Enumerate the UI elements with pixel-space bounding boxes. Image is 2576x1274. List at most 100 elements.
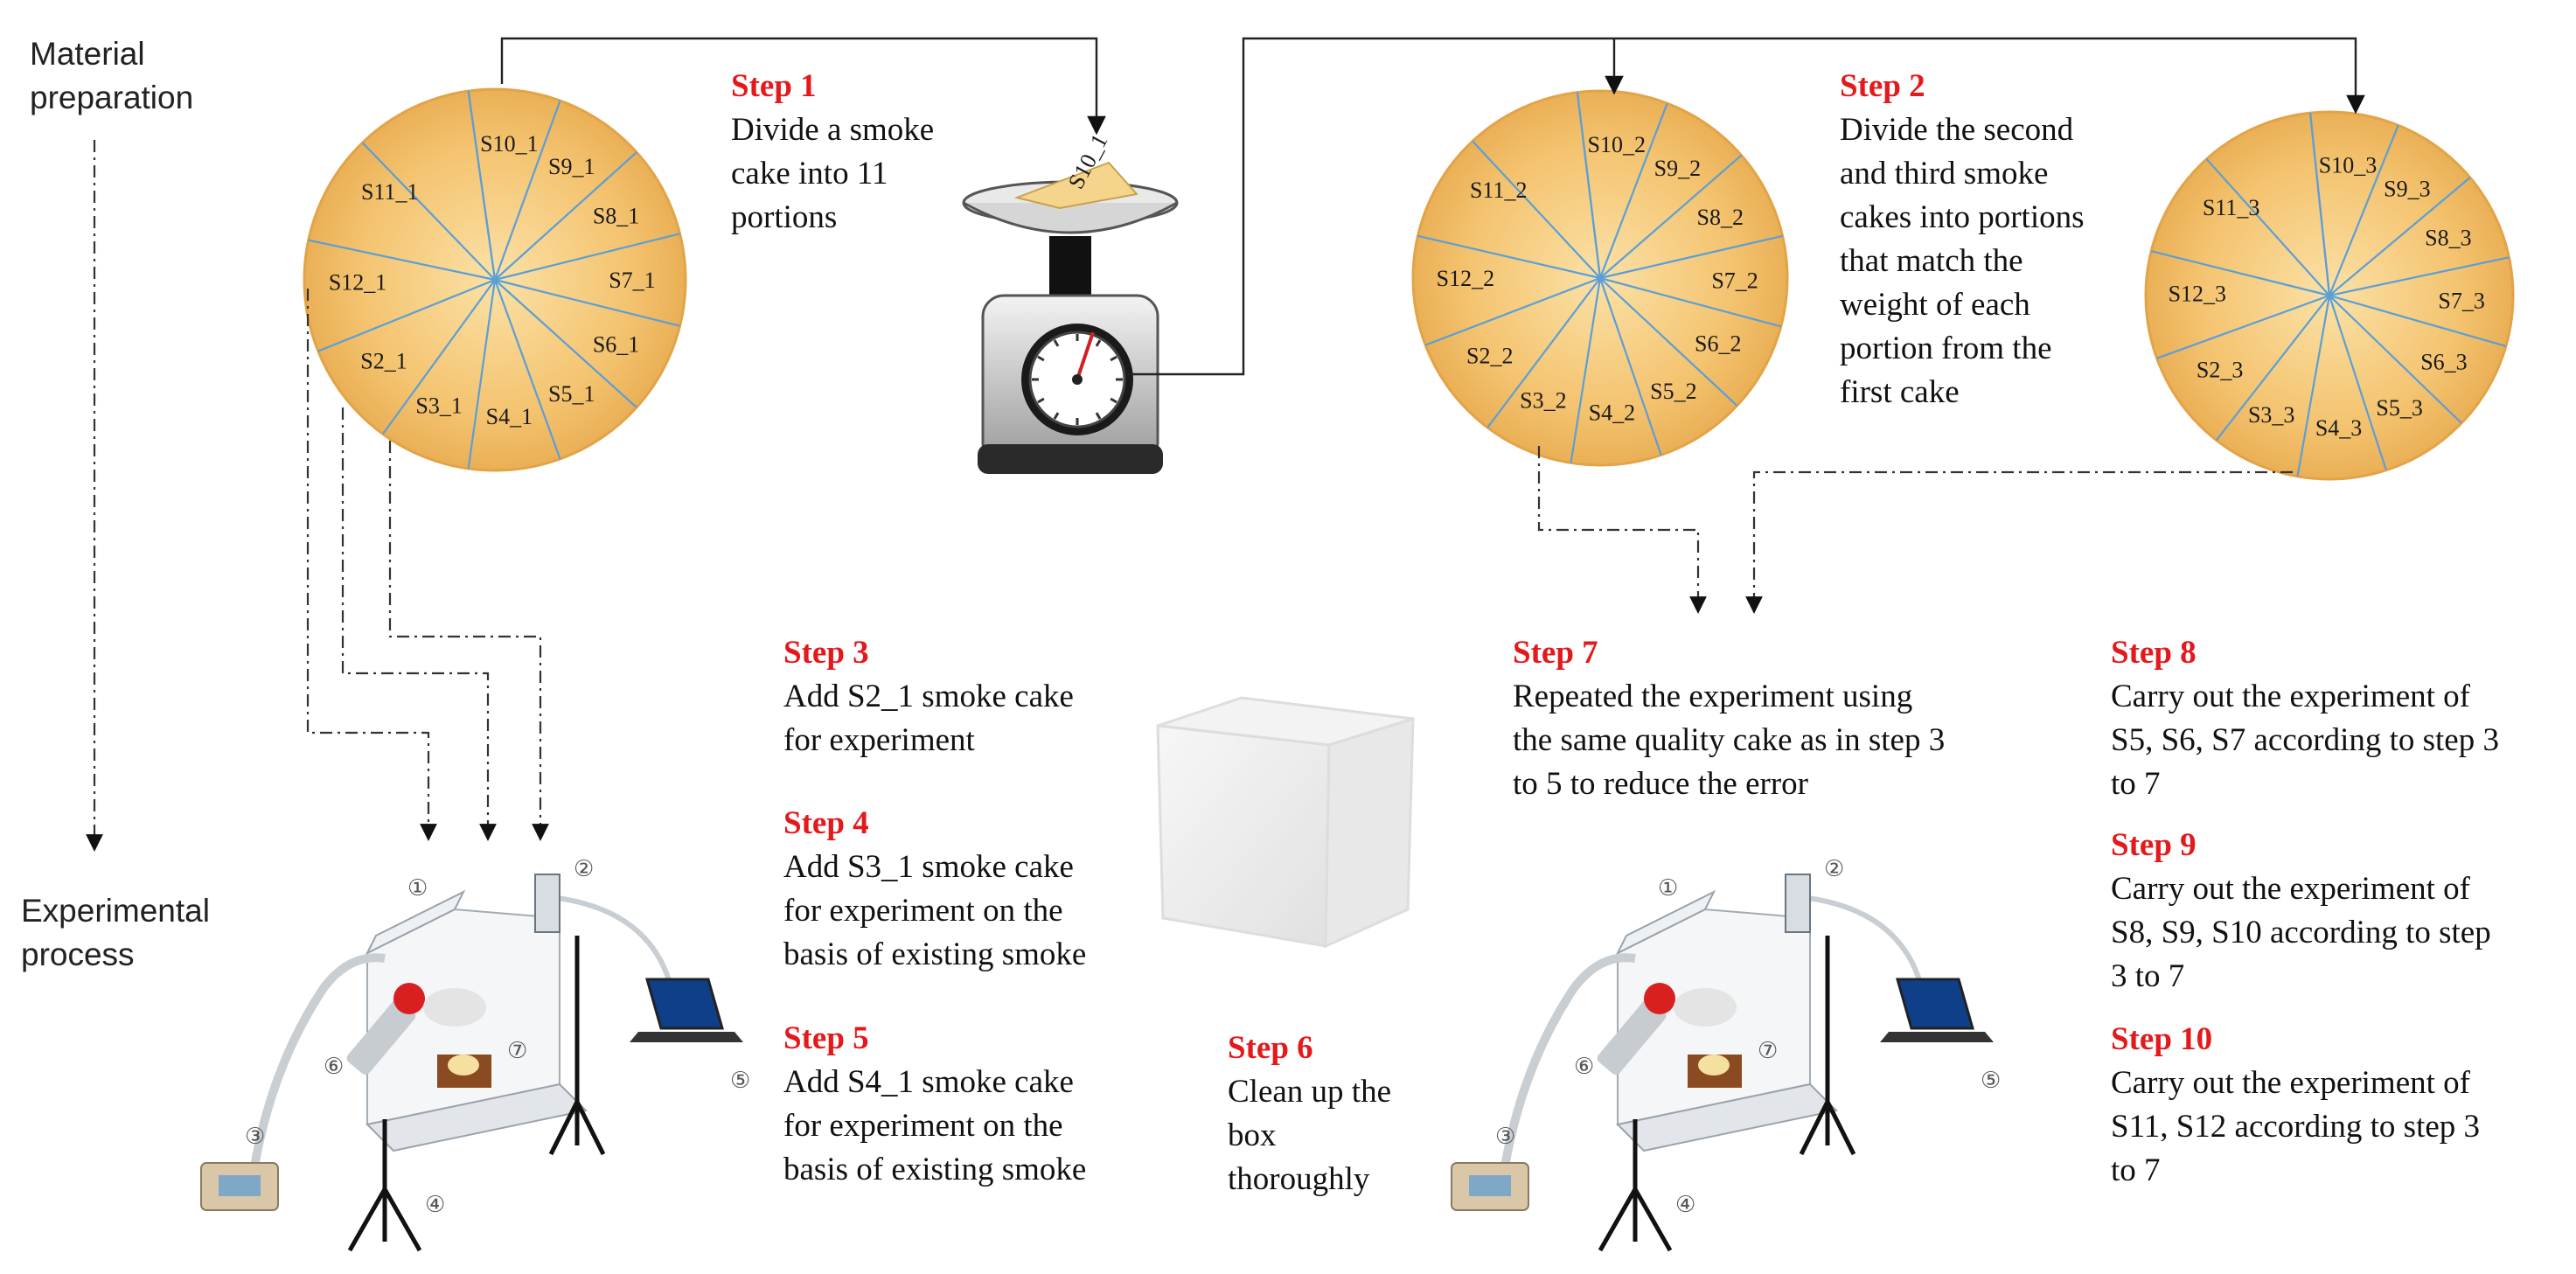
step-7-text-line: Repeated the experiment using (1513, 679, 1912, 714)
cake-2-portion-label: S7_2 (1711, 268, 1758, 294)
cake-3-slice-line (2205, 158, 2330, 296)
step-9-text-line: Carry out the experiment of (2111, 871, 2471, 907)
smoke-cake-2: S10_2S9_2S8_2S7_2S6_2S5_2S4_2S3_2S2_2S12… (1411, 89, 1789, 467)
cake-2-portion-label: S5_2 (1650, 379, 1696, 404)
step-8-title: Step 8 (2111, 635, 2197, 671)
cake-2-slice-line (1424, 276, 1601, 346)
cake-1-portion-label: S3_1 (415, 393, 462, 418)
step-5-title: Step 5 (783, 1020, 869, 1056)
cake-3-portion-label: S2_3 (2197, 358, 2243, 383)
apparatus-marker: ④ (425, 1192, 445, 1218)
cake-1-slice-line (494, 278, 680, 327)
cake-3-portion-label: S11_3 (2203, 195, 2260, 220)
cake-2-slice-line (1570, 277, 1602, 463)
cake-1-portion-label: S4_1 (486, 404, 533, 429)
apparatus-marker: ⑦ (1758, 1038, 1778, 1064)
empty-glass-box (1156, 696, 1415, 949)
side-label-material-2: preparation (30, 80, 193, 115)
apparatus-marker: ② (1824, 856, 1844, 882)
step-2-text-line: and third smoke (1840, 156, 2048, 191)
cake-1-portion-label: S9_1 (548, 154, 595, 179)
cake-2-slice-line (1576, 92, 1602, 279)
cake-1-slice-line (467, 279, 497, 470)
smoke-cake-3: S10_3S9_3S8_3S7_3S6_3S5_3S4_3S3_3S2_3S12… (2144, 110, 2515, 481)
cake-3-portion-label: S3_3 (2248, 402, 2294, 428)
step-6-text-line: box (1228, 1117, 1277, 1153)
step-10-text-line: Carry out the experiment of (2111, 1065, 2471, 1101)
cake-1-portion-label: S6_1 (593, 332, 639, 358)
cake-2-slice-line (1486, 277, 1601, 428)
step-9-block: Step 9 Carry out the experiment of S8, S9,… (2111, 827, 2491, 994)
cake-3-slice-line (2328, 295, 2387, 471)
scale-needle (1076, 331, 1095, 380)
step-4-text-line: basis of existing smoke (783, 936, 1086, 972)
cake-3-slice-line (2329, 177, 2471, 296)
apparatus-marker: ⑤ (1981, 1068, 2001, 1094)
cake-3-slice-line (2328, 124, 2399, 296)
step-6-text-line: Clean up the (1228, 1074, 1391, 1110)
step-4-block: Step 4 Add S3_1 smoke cake for experiment … (783, 805, 1086, 972)
cake-3-slice-line (2329, 295, 2462, 424)
step-4-text-line: for experiment on the (783, 893, 1063, 929)
cake-2-portion-label: S10_2 (1588, 132, 1646, 157)
cake-slice-on-scale (1013, 161, 1138, 210)
step-2-text-line: first cake (1840, 374, 1960, 410)
apparatus-marker: ① (407, 875, 428, 902)
s4-to-setup-arrow (388, 441, 549, 841)
step-2-text-line: portion from the (1840, 331, 2052, 366)
step-3-title: Step 3 (783, 635, 869, 671)
cake-1-slice-line (494, 279, 637, 408)
cake-3-portion-label: S7_3 (2438, 288, 2484, 313)
step-2-text-line: Divide the second (1840, 112, 2074, 148)
cake-1-slice-line (467, 90, 497, 281)
cake-1-portion-label: S2_1 (360, 348, 407, 373)
step-4-title: Step 4 (783, 805, 869, 841)
cake-1-slice-line (493, 100, 561, 281)
cake-1-slice-line (361, 142, 496, 281)
kitchen-scale: S10_1 (962, 130, 1179, 474)
apparatus-marker: ③ (245, 1124, 265, 1150)
apparatus-marker: ⑥ (324, 1054, 344, 1080)
step-5-text-line: Add S4_1 smoke cake (783, 1064, 1074, 1100)
step-3-text-line: for experiment (783, 722, 976, 758)
cake2-to-step7-arrow (1537, 446, 1707, 614)
step-8-text-line: S5, S6, S7 according to step 3 (2111, 722, 2499, 758)
step-7-text-line: to 5 to reduce the error (1513, 766, 1808, 802)
scale-to-cake3-arrow (1128, 37, 2365, 376)
cake-3-slice-line (2329, 294, 2507, 347)
cake-2-portion-label: S8_2 (1697, 205, 1744, 230)
side-label-experimental-1: Experimental (21, 893, 210, 929)
cake-3-portion-label: S9_3 (2384, 177, 2430, 202)
cake-1-slice-line (494, 233, 680, 282)
step-2-text-line: that match the (1840, 243, 2023, 279)
step-4-text-line: Add S3_1 smoke cake (783, 849, 1074, 885)
step-10-title: Step 10 (2111, 1021, 2212, 1057)
step-6-title: Step 6 (1228, 1030, 1313, 1066)
step-7-text-line: the same quality cake as in step 3 (1513, 722, 1945, 758)
cake-2-portion-label: S6_2 (1695, 331, 1741, 357)
cake-2-portion-label: S4_2 (1589, 400, 1635, 425)
smoke-cake-1: S10_1S9_1S8_1S7_1S6_1S5_1S4_1S3_1S2_1S12… (303, 87, 687, 472)
apparatus-marker: ③ (1495, 1124, 1515, 1150)
cake-3-portion-label: S6_3 (2420, 350, 2467, 375)
cake-3-portion-label: S12_3 (2169, 281, 2226, 306)
step-9-text-line: S8, S9, S10 according to step (2111, 915, 2491, 950)
step-9-title: Step 9 (2111, 827, 2197, 863)
apparatus-marker: ⑦ (507, 1038, 527, 1064)
cake-3-slice-line (2215, 295, 2330, 442)
apparatus-marker: ⑤ (730, 1068, 750, 1094)
cake-3-portion-label: S10_3 (2319, 152, 2377, 178)
scale-dial-ticks (1032, 334, 1123, 425)
step-5-text-line: basis of existing smoke (783, 1152, 1086, 1187)
cake-1-slice-line (308, 239, 496, 282)
step-1-title: Step 1 (731, 68, 817, 104)
cake-2-portion-label: S12_2 (1437, 266, 1494, 291)
cake-2-slice-line (1472, 140, 1601, 279)
cake-2-slice-line (1598, 102, 1668, 279)
cake-3-slice-line (2329, 256, 2510, 297)
